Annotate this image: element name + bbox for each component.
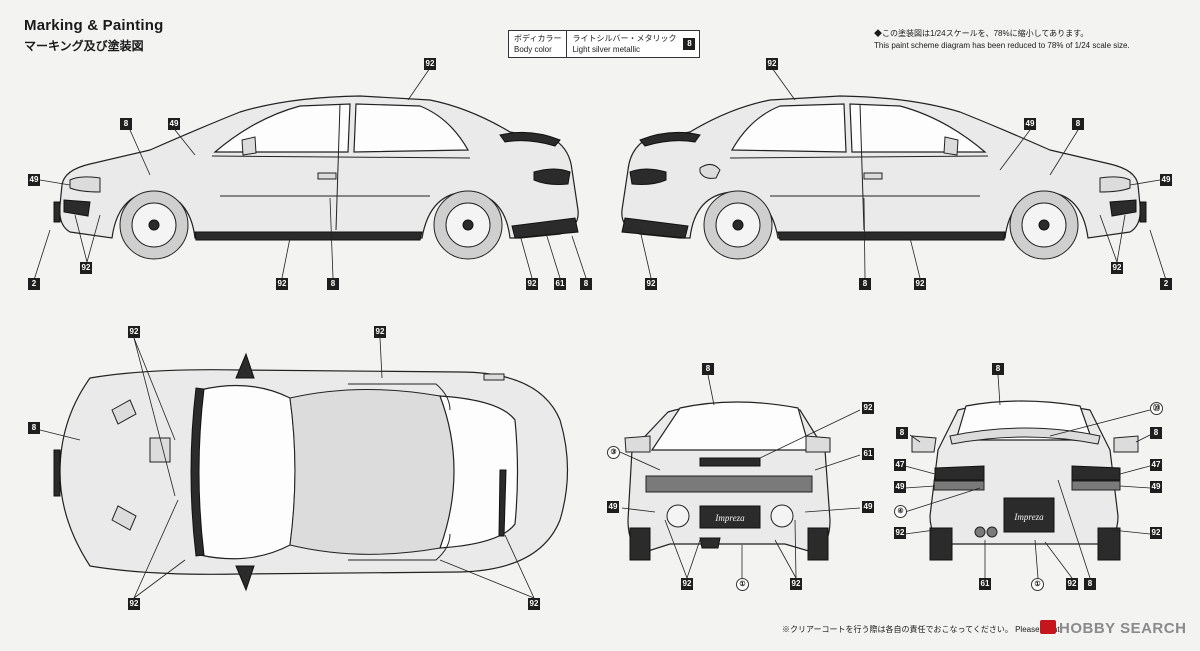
marker-92: 92 — [276, 278, 288, 290]
marker-61: 61 — [979, 578, 991, 590]
marker-47: 47 — [894, 459, 906, 471]
scale-note-en: This paint scheme diagram has been reduc… — [874, 41, 1130, 50]
legend-color-jp: ライトシルバー・メタリック — [572, 34, 677, 43]
legend-label-en: Body color — [514, 45, 552, 54]
marker-92: 92 — [80, 262, 92, 274]
page-title: Marking & Painting — [24, 17, 164, 34]
footer-note: ※クリアーコートを行う際は各自の責任でおこなってください。 Please go … — [782, 625, 1060, 634]
marker-8: 8 — [580, 278, 592, 290]
marker-92: 92 — [424, 58, 436, 70]
marker-8: 8 — [1072, 118, 1084, 130]
watermark: HOBBY SEARCH — [1040, 620, 1186, 637]
marker-49: 49 — [28, 174, 40, 186]
marker-1: ① — [1031, 578, 1044, 591]
front-view — [624, 401, 831, 561]
front-emblem-text: Impreza — [714, 513, 745, 523]
marker-49: 49 — [862, 501, 874, 513]
marker-49: 49 — [607, 501, 619, 513]
marker-8: 8 — [896, 427, 908, 439]
marker-8: 8 — [327, 278, 339, 290]
rear-view — [911, 400, 1139, 561]
marker-47: 47 — [1150, 459, 1162, 471]
marker-61: 61 — [554, 278, 566, 290]
marker-3: ③ — [607, 446, 620, 459]
marker-8: 8 — [702, 363, 714, 375]
marker-92: 92 — [528, 598, 540, 610]
marker-92: 92 — [894, 527, 906, 539]
marker-49: 49 — [1024, 118, 1036, 130]
watermark-text: HOBBY SEARCH — [1059, 620, 1187, 637]
marker-20: ⑳ — [1150, 402, 1163, 415]
marker-92: 92 — [790, 578, 802, 590]
side-view-left — [53, 95, 579, 260]
marker-8: 8 — [992, 363, 1004, 375]
marker-1: ① — [736, 578, 749, 591]
marker-2: 2 — [1160, 278, 1172, 290]
marker-92: 92 — [1150, 527, 1162, 539]
marker-92: 92 — [645, 278, 657, 290]
marker-49: 49 — [168, 118, 180, 130]
marker-49: 49 — [1150, 481, 1162, 493]
scale-note-jp: ◆この塗装図は1/24スケールを、78%に縮小してあります。 — [874, 29, 1089, 38]
side-view-right — [621, 95, 1147, 260]
marker-8: 8 — [28, 422, 40, 434]
legend-color-en: Light silver metallic — [572, 45, 641, 54]
marker-4: ④ — [894, 505, 907, 518]
legend-color-number: 8 — [683, 38, 696, 50]
marker-49: 49 — [894, 481, 906, 493]
marker-8: 8 — [859, 278, 871, 290]
marker-61: 61 — [862, 448, 874, 460]
top-view — [53, 352, 569, 592]
marker-92: 92 — [766, 58, 778, 70]
marker-8: 8 — [1150, 427, 1162, 439]
marker-92: 92 — [862, 402, 874, 414]
leader-lines — [33, 67, 1167, 599]
marker-49: 49 — [1160, 174, 1172, 186]
page-subtitle: マーキング及び塗装図 — [24, 39, 144, 53]
scale-note: ◆この塗装図は1/24スケールを、78%に縮小してあります。 This pain… — [874, 28, 1174, 52]
marker-92: 92 — [1066, 578, 1078, 590]
marker-92: 92 — [374, 326, 386, 338]
hobby-search-logo-icon — [1040, 620, 1056, 635]
marker-8: 8 — [120, 118, 132, 130]
marker-92: 92 — [526, 278, 538, 290]
marker-2: 2 — [28, 278, 40, 290]
legend-label: ボディカラー Body color — [509, 31, 566, 57]
marker-8: 8 — [1084, 578, 1096, 590]
body-color-legend: ボディカラー Body color ライトシルバー・メタリック Light si… — [508, 30, 701, 58]
legend-label-jp: ボディカラー — [514, 34, 562, 43]
marker-92: 92 — [914, 278, 926, 290]
rear-emblem-text: Impreza — [1013, 512, 1044, 522]
marker-92: 92 — [128, 598, 140, 610]
legend-color: ライトシルバー・メタリック Light silver metallic — [566, 31, 681, 57]
marker-92: 92 — [681, 578, 693, 590]
legend-badge-cell: 8 — [681, 31, 699, 57]
marker-92: 92 — [128, 326, 140, 338]
marker-92: 92 — [1111, 262, 1123, 274]
